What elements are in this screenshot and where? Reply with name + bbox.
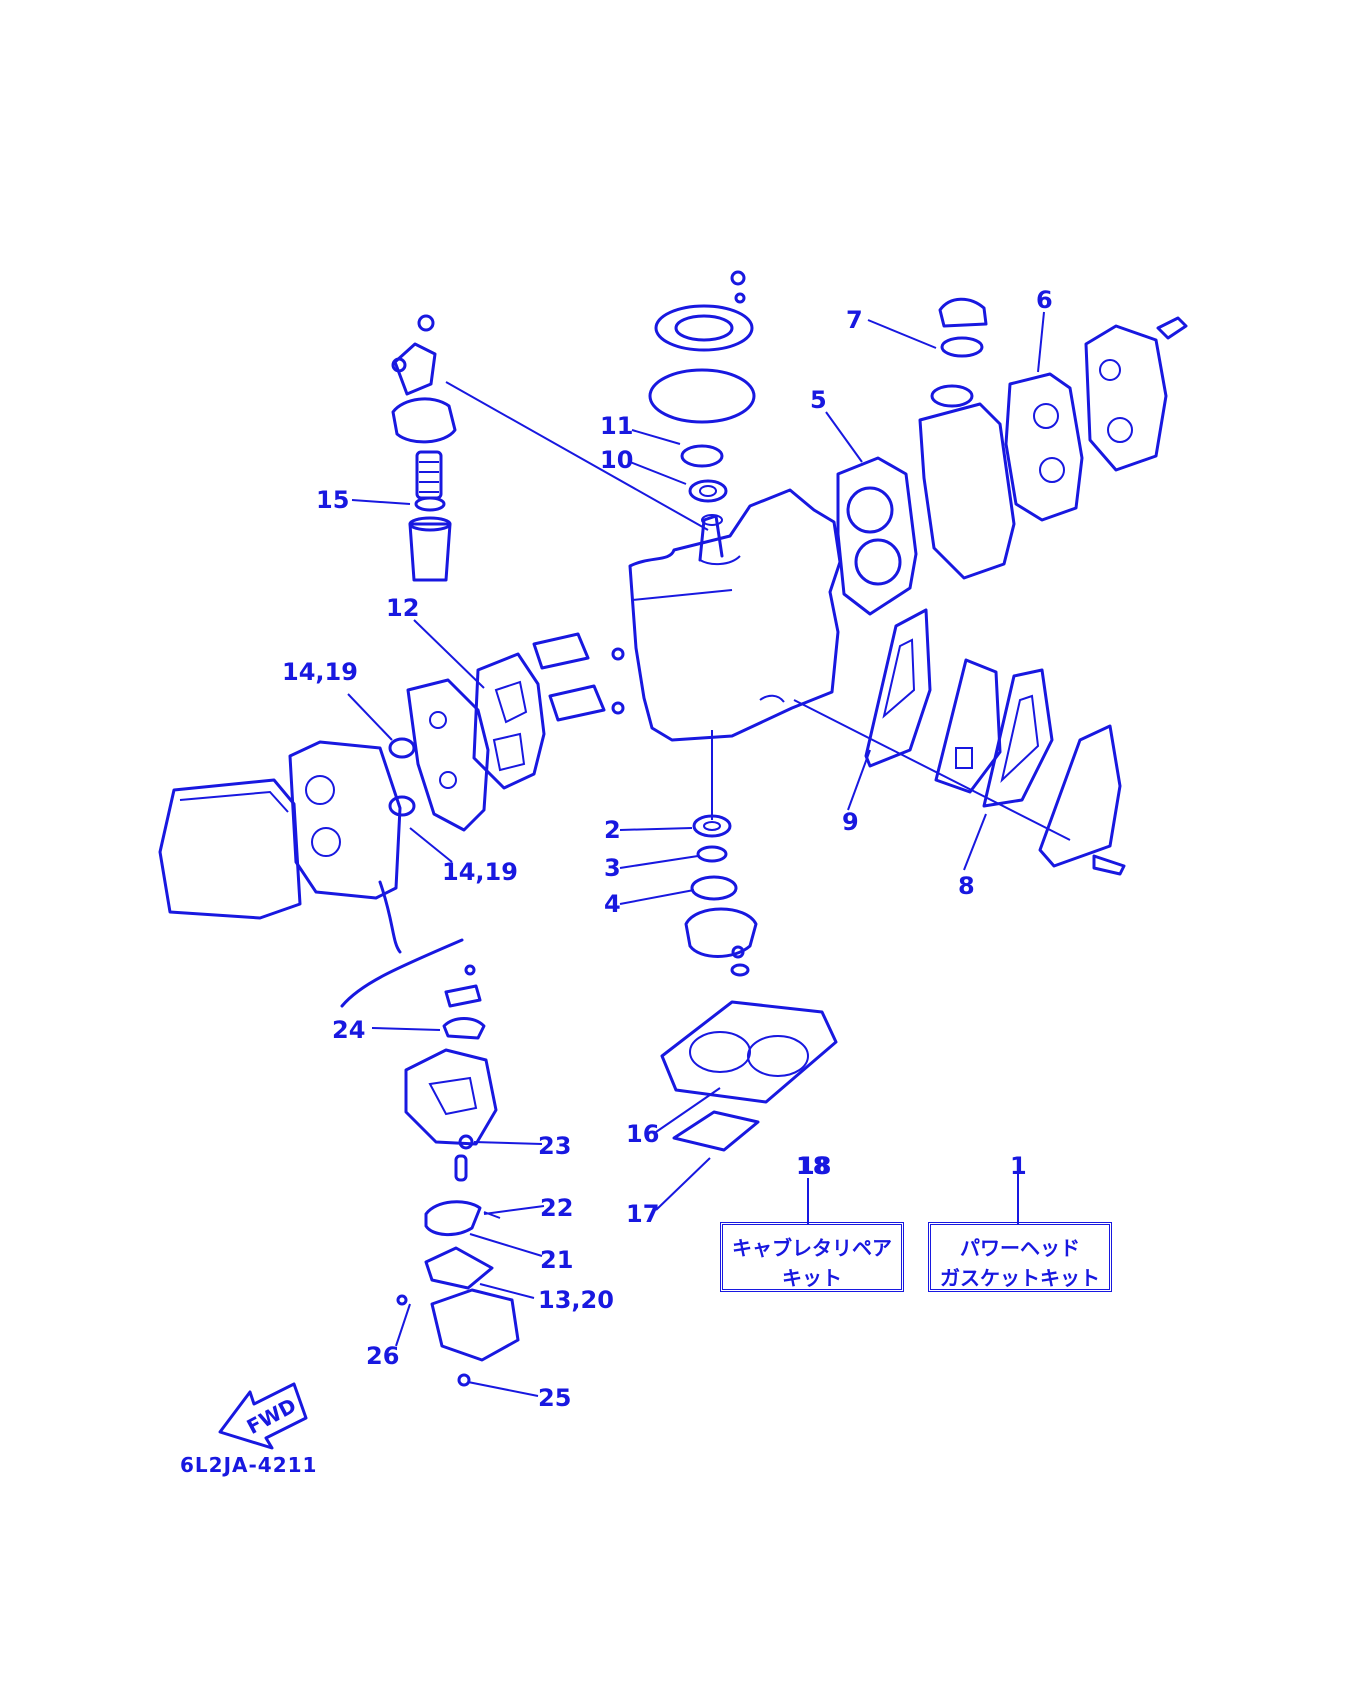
kit-18-line1: キャブレタリペア [732,1236,892,1260]
kit-1-line2: ガスケットキット [940,1266,1100,1290]
fwd-arrow: FWD [218,1382,308,1450]
gaskets-16-17 [660,1000,838,1152]
callout-4: 4 [604,890,621,918]
callout-11: 11 [600,412,633,440]
callout-17: 17 [626,1200,659,1228]
callout-14-19-lower: 14,19 [442,858,518,886]
carburetor-and-silencer [158,740,464,1008]
cylinder-head-group [836,297,1188,616]
callout-2: 2 [604,816,621,844]
callout-10: 10 [600,446,633,474]
callout-22: 22 [540,1194,573,1222]
callout-8: 8 [958,872,975,900]
power-head-gasket-kit-box: パワーヘッド ガスケットキット [928,1222,1112,1292]
callout-23: 23 [538,1132,571,1160]
cylinder-block [628,488,842,742]
callout-9: 9 [842,808,859,836]
drawing-code: 6L2JA-4211 [180,1453,317,1477]
leader-lines [347,311,1045,1397]
fuel-pump-assembly [391,314,457,582]
callout-12: 12 [386,594,419,622]
callout-24: 24 [332,1016,365,1044]
callout-14-19-upper: 14,19 [282,658,358,686]
callout-25: 25 [538,1384,571,1412]
callout-6: 6 [1036,286,1053,314]
exhaust-covers [864,608,1126,876]
callout-7: 7 [846,306,863,334]
kit-1-line1: パワーヘッド [960,1236,1080,1260]
top-cover-and-seals [648,270,756,503]
lower-seals [684,814,758,977]
callout-18: 18 [796,1152,829,1180]
callout-16: 16 [626,1120,659,1148]
callout-13-20: 13,20 [538,1286,614,1314]
kit-18-line2: キット [782,1266,842,1290]
callout-21: 21 [540,1246,573,1274]
callout-labels: 1 2 3 4 5 6 7 8 9 10 11 12 13,20 14,19 1… [282,286,1053,1412]
carburetor-repair-kit-box: キャブレタリペア キット [720,1222,904,1292]
callout-26: 26 [366,1342,399,1370]
carburetor-exploded-parts [396,964,520,1387]
callout-3: 3 [604,854,621,882]
intake-and-reed-valves [388,632,625,832]
callout-15: 15 [316,486,349,514]
callout-5: 5 [810,386,827,414]
